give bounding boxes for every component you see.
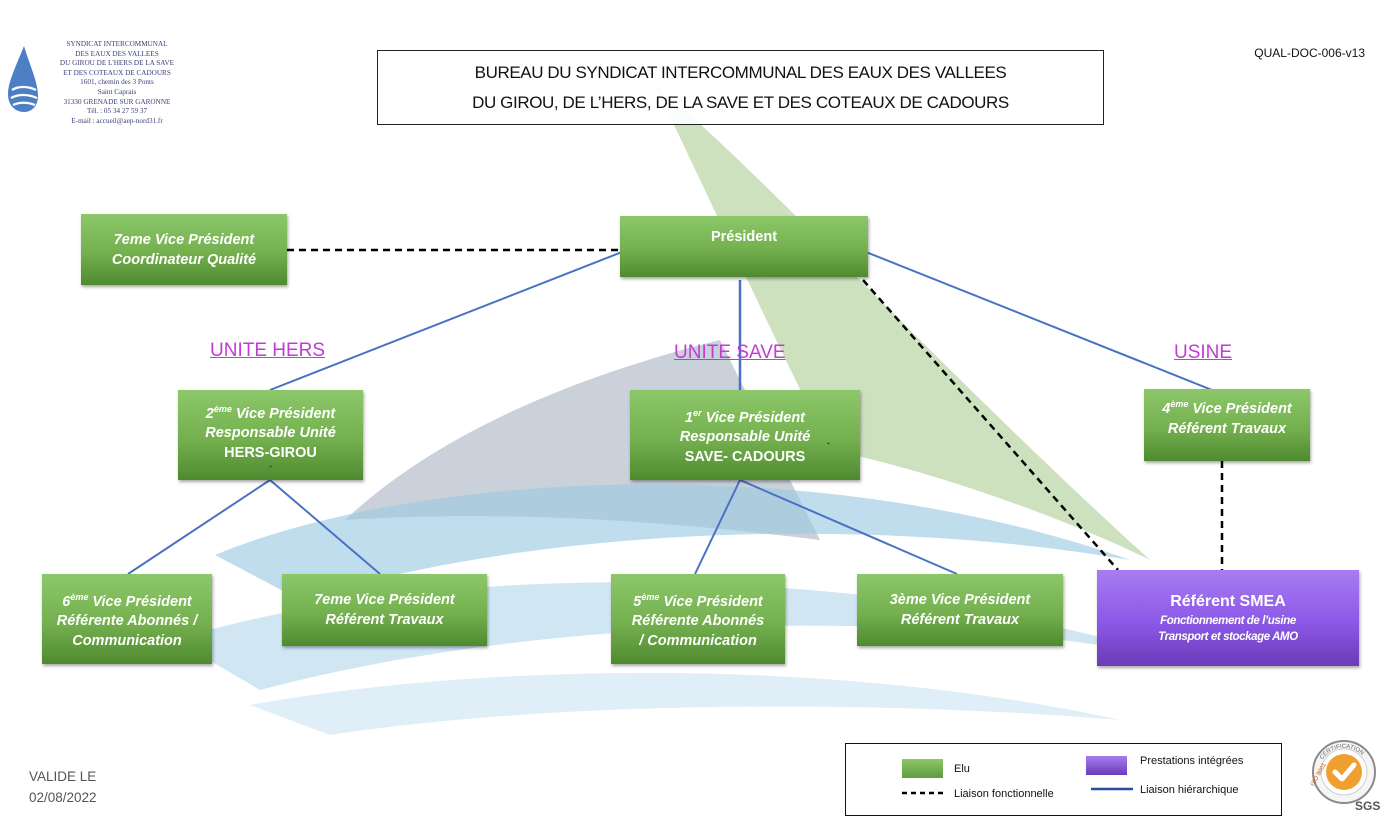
node-vp5-line2: Référente Abonnés — [631, 613, 765, 630]
node-vp2-line1: 2ème Vice Président — [206, 399, 336, 424]
watermark-blue-wave-1 — [215, 484, 1130, 600]
node-vp4-line1: 4ème Vice Président — [1162, 394, 1292, 419]
legend-solid-line — [1091, 787, 1133, 791]
node-vp6-number: 6 — [62, 593, 71, 610]
hierarchy-link-vp1-vp3 — [739, 479, 958, 575]
logo-line: DES EAUX DES VALLEES — [75, 49, 159, 58]
node-vp5-line1: 5ème Vice Président — [633, 587, 763, 612]
node-vp6: 6ème Vice Président Référente Abonnés / … — [42, 574, 212, 664]
node-vp6-line2: Référente Abonnés / — [56, 613, 198, 630]
node-vp4-sup: ème — [1170, 399, 1189, 409]
node-vp2: 2ème Vice Président Responsable Unité HE… — [178, 390, 363, 480]
logo-line: 31330 GRENADE SUR GARONNE — [63, 97, 171, 106]
node-vp5-sup: ème — [641, 591, 660, 602]
node-president-label: Président — [710, 229, 778, 245]
node-vp2-sup: ème — [213, 403, 232, 414]
node-vp1: 1er Vice Président Responsable Unité SAV… — [630, 390, 860, 480]
node-vp3-line1: 3ème Vice Président — [889, 592, 1031, 608]
node-vp2-mark: - — [268, 461, 273, 473]
validation-label: VALIDE LE — [29, 769, 97, 784]
hierarchy-link-vp1-vp5 — [694, 479, 741, 575]
node-vp7-qualite: 7eme Vice Président Coordinateur Qualité — [81, 214, 287, 285]
logo-line: DU GIROU DE L'HERS DE LA SAVE — [59, 59, 175, 68]
unit-label-usine: USINE — [1174, 342, 1233, 363]
node-vp4-title: Vice Président — [1188, 400, 1292, 417]
node-vp3: 3ème Vice Président Référent Travaux — [857, 574, 1063, 646]
node-vp5-line3: / Communication — [639, 633, 757, 650]
node-vp1-sup: er — [693, 407, 702, 418]
unit-label-save: UNITE SAVE — [674, 342, 786, 363]
node-smea-line1: Référent SMEA — [1170, 593, 1286, 610]
node-vp6-line3: Communication — [72, 633, 182, 650]
sgs-certification-badge: CERTIFICATION ISO 9001 SGS — [1310, 740, 1380, 813]
legend-hierarchy-label: Liaison hiérarchique — [1140, 784, 1239, 796]
hierarchy-link-vp2-vp7travaux — [269, 479, 381, 575]
node-vp1-line3: SAVE- CADOURS — [684, 449, 806, 466]
node-vp6-line1: 6ème Vice Président — [62, 587, 192, 612]
node-vp2-title: Vice Président — [231, 405, 336, 422]
watermark-green-sail — [655, 85, 1150, 560]
title-line-1: BUREAU DU SYNDICAT INTERCOMMUNAL DES EAU… — [474, 62, 1007, 82]
logo-line: ET DES COTEAUX DE CADOURS — [63, 68, 171, 77]
sgs-text: SGS — [1355, 799, 1380, 813]
hierarchy-link-president-vp4 — [865, 251, 1213, 391]
legend-dashed-line — [902, 791, 944, 795]
legend-functional-label: Liaison fonctionnelle — [954, 788, 1054, 800]
unit-label-hers: UNITE HERS — [210, 340, 326, 361]
node-vp7-qualite-line2: Coordinateur Qualité — [111, 251, 257, 268]
node-vp6-sup: ème — [70, 591, 89, 602]
node-vp7-qualite-line1: 7eme Vice Président — [113, 231, 255, 248]
node-vp4-line2: Référent Travaux — [1167, 420, 1287, 437]
node-vp2-number: 2 — [205, 405, 214, 422]
logo-line: 1601, chemin des 3 Ponts — [80, 78, 154, 87]
node-vp5-number: 5 — [633, 593, 642, 610]
node-vp1-mark: - — [826, 438, 830, 449]
node-smea-line3: Transport et stockage AMO — [1158, 631, 1298, 643]
node-vp6-title: Vice Président — [88, 593, 192, 610]
node-vp5-title: Vice Président — [659, 593, 763, 610]
node-smea: Référent SMEA Fonctionnement de l’usine … — [1097, 570, 1359, 666]
functional-link-president-smea — [862, 279, 1119, 571]
watermark-blue-wave-3 — [250, 672, 1120, 735]
node-vp4: 4ème Vice Président Référent Travaux — [1144, 389, 1310, 461]
page-title: BUREAU DU SYNDICAT INTERCOMMUNAL DES EAU… — [377, 50, 1104, 125]
hierarchy-link-president-vp2 — [269, 251, 623, 391]
legend-prestations-swatch — [1086, 756, 1127, 775]
syndicat-logo: SYNDICAT INTERCOMMUNAL DES EAUX DES VALL… — [6, 40, 196, 155]
node-vp1-line2: Responsable Unité — [679, 429, 811, 446]
node-smea-line2: Fonctionnement de l’usine — [1160, 615, 1296, 627]
node-vp1-number: 1 — [684, 409, 694, 426]
node-vp5: 5ème Vice Président Référente Abonnés / … — [611, 574, 785, 664]
logo-line: E-mail : accueil@aep-nord31.fr — [71, 116, 163, 125]
title-line-2: DU GIROU, DE L’HERS, DE LA SAVE ET DES C… — [472, 92, 1009, 112]
water-drop-icon — [8, 46, 38, 112]
legend: Elu Prestations intégrées Liaison foncti… — [845, 743, 1282, 816]
validation-value: 02/08/2022 — [29, 790, 97, 805]
legend-prestations-label: Prestations intégrées — [1140, 755, 1244, 767]
node-vp2-line3: HERS-GIROU — [224, 445, 317, 462]
node-vp2-line2: Responsable Unité — [205, 425, 336, 442]
logo-line: Saint Caprais — [97, 87, 137, 96]
node-vp7-travaux-line2: Référent Travaux — [325, 612, 444, 628]
node-vp1-title: Vice Président — [701, 409, 806, 426]
hierarchy-link-vp2-vp6 — [127, 479, 271, 575]
node-vp1-line1: 1er Vice Président — [685, 403, 805, 428]
logo-text: SYNDICAT INTERCOMMUNAL DES EAUX DES VALL… — [42, 40, 192, 126]
legend-elu-label: Elu — [954, 763, 970, 775]
node-vp7-travaux-line1: 7eme Vice Président — [314, 592, 455, 608]
node-vp7-travaux: 7eme Vice Président Référent Travaux — [282, 574, 487, 646]
node-vp4-number: 4 — [1162, 400, 1171, 417]
document-reference: QUAL-DOC-006-v13 — [1254, 46, 1365, 60]
legend-elu-swatch — [902, 759, 943, 778]
validation-date: VALIDE LE 02/08/2022 — [29, 766, 97, 808]
logo-line: SYNDICAT INTERCOMMUNAL — [66, 40, 168, 48]
node-president: Président — [620, 216, 868, 277]
node-vp3-line2: Référent Travaux — [900, 612, 1020, 628]
logo-line: Tél. : 05 34 27 59 37 — [86, 107, 148, 116]
